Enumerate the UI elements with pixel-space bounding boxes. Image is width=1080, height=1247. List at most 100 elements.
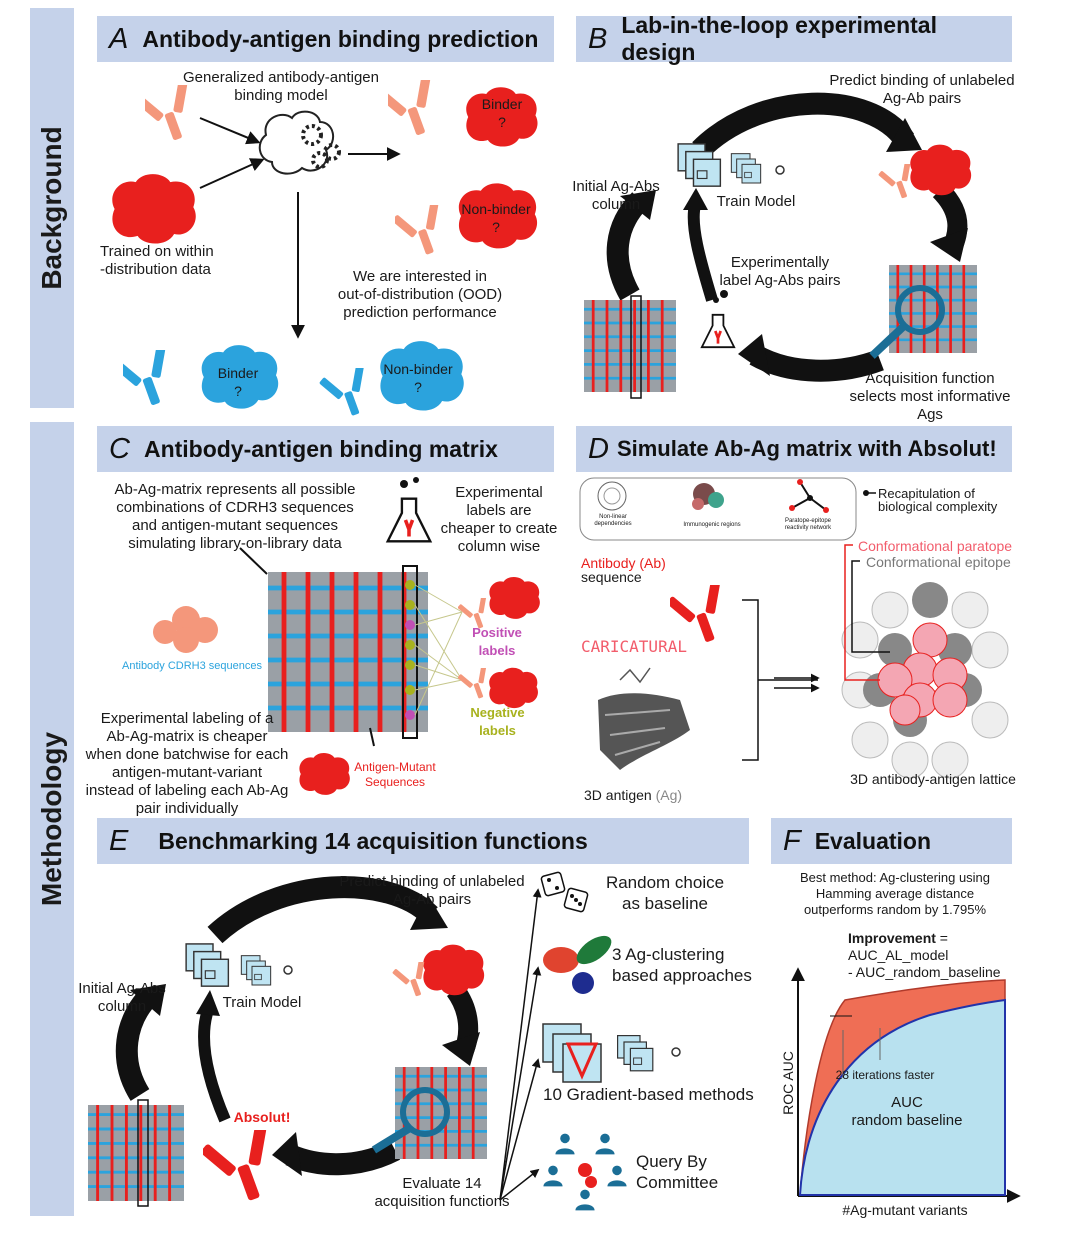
icon1-caption-line1: Non-linear	[599, 514, 627, 520]
panel-f-letter: F	[783, 824, 801, 857]
trained-line2: -distribution data	[100, 261, 211, 278]
b-predict-line1: Predict binding of unlabeled	[829, 72, 1015, 89]
improvement-line3: - AUC_random_baseline	[848, 964, 1001, 980]
icon1-caption: Non-linear dependencies	[588, 514, 638, 528]
binder-blue-line1: Binder	[217, 365, 259, 381]
qbc-line1: Query By	[636, 1152, 707, 1171]
binder-red-line1: Binder	[481, 96, 523, 112]
positive-line2: labels	[478, 643, 516, 658]
auc-line1: AUC	[891, 1094, 923, 1111]
conf-epitope-label: Conformational epitope	[866, 554, 1011, 570]
panel-b-title: Lab-in-the-loop experimental design	[621, 12, 937, 65]
antigen-3d-text: 3D antigen	[584, 787, 652, 803]
binder-red-line2: ?	[498, 114, 506, 130]
negative-line1: Negative	[470, 705, 525, 720]
ood-line2: out-of-distribution (OOD)	[337, 286, 503, 303]
batch-line4: antigen-mutant-variant	[111, 764, 263, 781]
e-predict-label: Predict binding of unlabeled Ag-Ab pairs	[322, 873, 542, 909]
ood-label: We are interested in out-of-distribution…	[320, 268, 520, 322]
panel-c-graphics	[153, 477, 540, 795]
e-initial-label: Initial Ag-Abs column	[72, 980, 172, 1016]
panel-b-header: B Lab-in-the-loop experimental design	[576, 12, 1012, 65]
nonbinder-blue-line1: Non-binder	[383, 361, 453, 377]
recap-label: Recapitulation of biological complexity	[878, 487, 1018, 513]
ood-line1: We are interested in	[353, 268, 487, 285]
binder-blue-label: Binder ?	[208, 364, 268, 400]
improvement-label: Improvement = AUC_AL_model - AUC_random_…	[848, 930, 1028, 981]
x-axis-label: #Ag-mutant variants	[842, 1202, 968, 1218]
recap-line1: Recapitulation of	[878, 486, 975, 501]
panel-a-title: Antibody-antigen binding prediction	[142, 25, 539, 52]
model-label-line1: Generalized antibody-antigen	[183, 69, 379, 86]
qbc-line2: Committee	[636, 1173, 719, 1192]
matrix-desc: Ab-Ag-matrix represents all possible com…	[95, 481, 375, 553]
batch-line2: Ab-Ag-matrix is cheaper	[106, 728, 268, 745]
trained-label: Trained on within -distribution data	[100, 243, 235, 279]
eval-label: Evaluate 14 acquisition functions	[362, 1175, 522, 1211]
b-acq-line2: selects most informative	[849, 388, 1011, 405]
matrix-desc-line3: and antigen-mutant sequences	[132, 517, 338, 534]
ab-seq-line2: sequence	[581, 569, 642, 585]
icon3-caption-line2: reactivity network	[784, 525, 832, 531]
matrix-desc-line1: Ab-Ag-matrix represents all possible	[114, 481, 356, 498]
improvement-eq: =	[935, 930, 948, 946]
explabels-line2: labels are	[466, 502, 532, 519]
panel-f-chart	[791, 967, 1021, 1203]
eval-line2: acquisition functions	[374, 1193, 510, 1210]
qbc-label: Query By Committee	[636, 1151, 736, 1193]
lattice-label: 3D antibody-antigen lattice	[850, 771, 1016, 787]
nonbinder-red-line2: ?	[492, 219, 500, 235]
conf-paratope-label: Conformational paratope	[858, 538, 1013, 554]
antigen-mutant-line2: Sequences	[364, 775, 426, 789]
b-predict-label: Predict binding of unlabeled Ag-Ab pairs	[812, 72, 1032, 108]
positive-line1: Positive	[472, 625, 522, 640]
panel-c-letter: C	[109, 432, 130, 465]
clustering-label: 3 Ag-clustering based approaches	[612, 944, 762, 986]
b-acq-line3: Ags	[917, 406, 943, 423]
binder-blue-line2: ?	[234, 383, 242, 399]
model-label-line2: binding model	[234, 87, 328, 104]
ood-line3: prediction performance	[343, 304, 497, 321]
gradient-label: 10 Gradient-based methods	[543, 1085, 754, 1104]
recap-line2: biological complexity	[878, 499, 998, 514]
e-predict-line2: Ag-Ab pairs	[392, 891, 472, 908]
improvement-bold: Improvement	[848, 930, 936, 946]
e-train-label: Train Model	[222, 994, 302, 1011]
random-line1: Random choice	[605, 873, 725, 892]
matrix-desc-line2: combinations of CDRH3 sequences	[116, 499, 354, 516]
ab-seq-label: Antibody (Ab) sequence	[581, 556, 701, 584]
best-line3: outperforms random by 1.795%	[803, 902, 987, 917]
b-initial-line1: Initial Ag-Abs	[572, 178, 660, 195]
ab-seq-line1: Antibody (Ab)	[581, 555, 666, 571]
batch-line5: instead of labeling each Ab-Ag	[85, 782, 289, 799]
b-exp-line1: Experimentally	[730, 254, 830, 271]
best-line2: Hamming average distance	[815, 886, 975, 901]
panel-a-header: A Antibody-antigen binding prediction	[97, 16, 554, 62]
antigen-mutant-line1: Antigen-Mutant	[354, 760, 436, 774]
explabels-line1: Experimental	[455, 484, 543, 501]
positive-label: Positive labels	[462, 624, 532, 660]
b-predict-line2: Ag-Ab pairs	[882, 90, 962, 107]
clustering-line1: 3 Ag-clustering	[612, 945, 725, 964]
best-line1: Best method: Ag-clustering using	[799, 870, 991, 885]
b-exp-label: Experimentally label Ag-Abs pairs	[700, 254, 860, 290]
nonbinder-blue-label: Non-binder ?	[378, 360, 458, 396]
sequence-text: CARICATURAL	[581, 637, 687, 656]
nonbinder-red-label: Non-binder ?	[456, 200, 536, 236]
clustering-line2: based approaches	[612, 966, 752, 985]
b-initial-label: Initial Ag-Abs column	[566, 178, 666, 214]
explabels-desc: Experimental labels are cheaper to creat…	[434, 484, 564, 556]
random-line2: as baseline	[621, 894, 708, 913]
best-method-label: Best method: Ag-clustering using Hamming…	[780, 870, 1010, 918]
sidebar-methodology: Methodology	[30, 422, 74, 1216]
panel-e-header: E Benchmarking 14 acquisition functions	[97, 818, 749, 864]
trained-line1: Trained on within	[100, 243, 214, 260]
batch-line6: pair individually	[135, 800, 239, 817]
panel-c-title: Antibody-antigen binding matrix	[143, 435, 498, 462]
panel-d-title: Simulate Ab-Ag matrix with Absolut!	[616, 436, 997, 461]
panel-e-graphics	[88, 871, 681, 1211]
improvement-line2: AUC_AL_model	[848, 947, 949, 963]
negative-line2: labels	[479, 723, 516, 738]
panel-e-letter: E	[109, 824, 129, 857]
